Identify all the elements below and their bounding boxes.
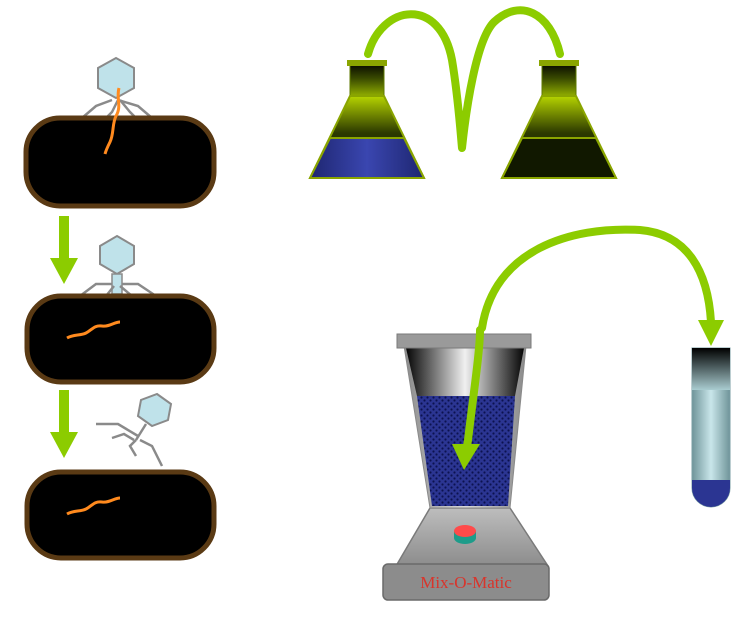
- blender-power-button[interactable]: [454, 525, 476, 544]
- phage-tail-legs: [96, 422, 164, 467]
- phage-head: [97, 56, 135, 100]
- phage-dna-injection: [103, 87, 121, 155]
- bacterium-1: [23, 115, 217, 209]
- flask-right-rim: [539, 60, 579, 66]
- blender-label: Mix-O-Matic: [420, 573, 512, 592]
- test-tube: [691, 347, 731, 508]
- phage-tail: [111, 273, 123, 295]
- phage-head: [99, 234, 135, 276]
- flask-right: [500, 60, 618, 179]
- blender-setup: Mix-O-Matic: [382, 225, 731, 601]
- flask-left-rim: [347, 60, 387, 66]
- transfer-arrow-curve: [364, 6, 564, 152]
- stage-3-detached: [24, 392, 217, 561]
- phage-dna: [66, 320, 121, 340]
- flask-left-neck: [349, 61, 385, 97]
- phage-dna: [66, 496, 121, 516]
- down-arrow-1: [50, 216, 78, 284]
- phage-head: [136, 392, 173, 428]
- blender-jar-glass-top: [406, 348, 524, 396]
- bacterium-2: [24, 293, 217, 385]
- flask-transfer: [308, 6, 618, 179]
- test-tube-top: [692, 348, 730, 390]
- phage-2: [79, 234, 157, 298]
- phage-3-detached: [96, 392, 173, 467]
- arrow-to-test-tube: [478, 225, 724, 346]
- stage-2-dna-inside: [24, 234, 217, 385]
- blender-lid: [396, 333, 532, 349]
- test-tube-pellet: [692, 480, 730, 507]
- infection-sequence: [23, 56, 217, 561]
- blender-label-plate: [382, 563, 550, 601]
- flask-left-liquid: [308, 137, 426, 179]
- flask-left: [308, 60, 426, 179]
- flask-right-dark-liquid: [500, 137, 618, 179]
- flask-right-neck: [541, 61, 577, 97]
- down-arrow-2: [50, 390, 78, 458]
- stage-1-attachment: [23, 56, 217, 209]
- bacterium-3: [24, 469, 217, 561]
- arrow-into-blender: [452, 326, 484, 470]
- blender: Mix-O-Matic: [382, 333, 550, 601]
